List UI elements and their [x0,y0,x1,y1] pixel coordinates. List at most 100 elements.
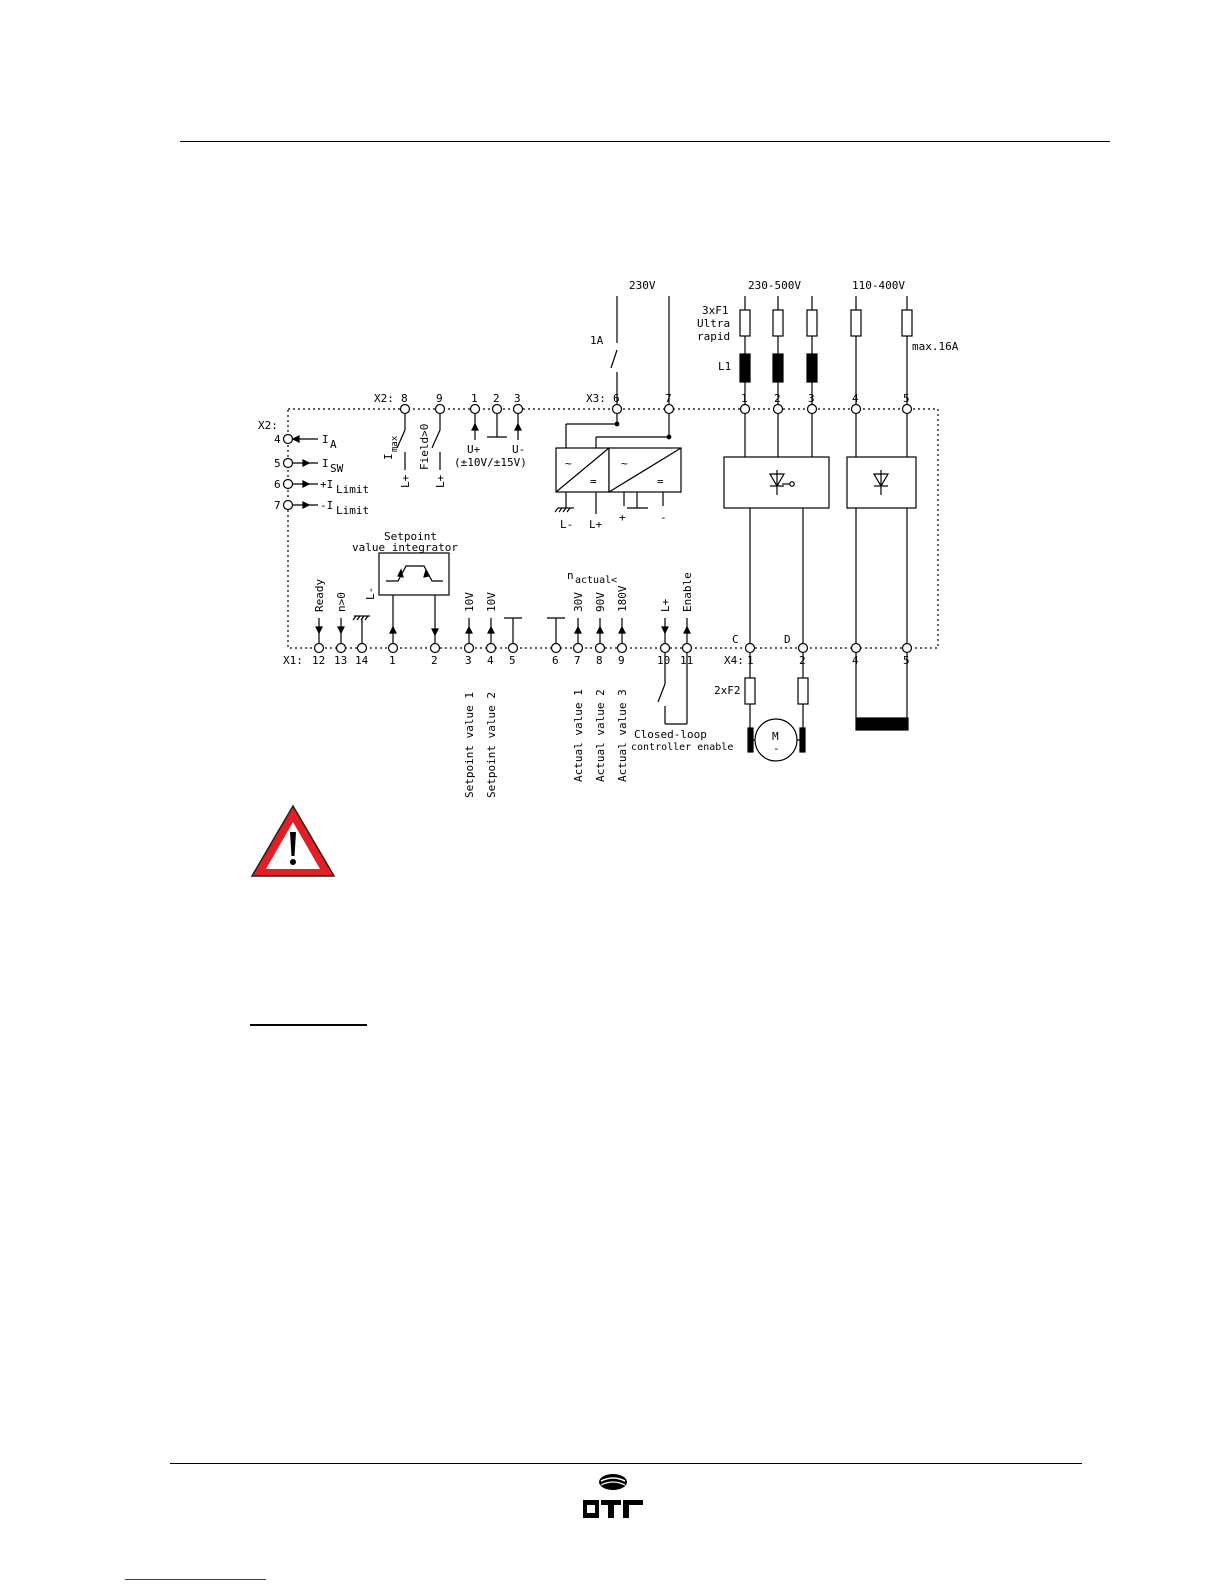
label-u-minus: U- [512,443,525,456]
label-enable: Enable [681,572,694,612]
x1-terminal-8: 8 [596,654,603,667]
x1-terminal-1: 1 [389,654,396,667]
x3-terminal-7: 7 [665,392,672,405]
diode-icon [872,470,890,495]
psu1-ac: ~ [565,457,572,470]
field-winding [855,717,909,731]
x1-terminal-5: 5 [509,654,516,667]
label-n-gt-0: n>0 [335,592,348,612]
x1-terminal-14: 14 [355,654,369,667]
x2-top-terminal-3: 3 [514,392,521,405]
x2-top-label: X2: [374,392,394,405]
field-diode-bridge [846,456,917,509]
x1-terminal-7: 7 [574,654,581,667]
label-lplus-9: L+ [434,474,447,488]
label-lplus-8: L+ [399,474,412,488]
x1-stubs [315,615,691,643]
x2-left-sub-5: SW [330,462,344,475]
closed-loop-line2: controller enable [631,742,733,753]
x1-terminal-12: 12 [312,654,325,667]
power-supply-block-2 [608,447,682,493]
power-terminal-4: 4 [852,392,859,405]
relay-contact [610,349,618,369]
x2-left-rows: 4 I A 5 I SW 6 +I Limit 7 -I Limit [274,433,369,517]
label-rapid: rapid [697,330,730,343]
x1-label: X1: [283,654,303,667]
label-110-400v: 110-400V [852,279,905,292]
psu-plus: + [619,511,626,524]
unit-enclosure [287,408,939,649]
power-supply-block-1 [555,447,610,493]
label-30v: 30V [572,592,585,612]
x1-terminal-3: 3 [465,654,472,667]
x2-top-terminal-1: 1 [471,392,478,405]
phase-lines [739,296,913,404]
integrator-line2: value integrator [352,541,458,554]
label-actual-1: Actual value 1 [572,689,585,782]
x2-left-sub-4: A [330,438,337,451]
x2-top-terminal-2: 2 [493,392,500,405]
thyristor-icon [768,470,795,495]
label-field: Field>0 [418,424,431,470]
x1-terminal-10: 10 [657,654,670,667]
label-x1-lminus: L- [364,587,377,600]
label-voltage-range: (±10V/±15V) [454,456,527,469]
psu2-dc: = [657,475,664,488]
x2-left-num-7: 7 [274,499,281,512]
label-l1: L1 [718,360,731,373]
x1-terminal-circles [313,642,913,654]
label-imax: I [382,453,395,460]
x2-left-label: X2: [258,419,278,432]
label-10v-b: 10V [485,592,498,612]
label-ultra: Ultra [697,317,730,330]
wiring-diagram: 230V 230-500V 110-400V 3xF1 Ultra rapid … [250,279,959,877]
label-10v-a: 10V [463,592,476,612]
label-180v: 180V [616,585,629,612]
x4-fuse-f2: 2xF2 [714,684,741,697]
psu-lplus: L+ [589,518,603,531]
label-n-actual: n [567,569,574,582]
power-terminal-1: 1 [741,392,748,405]
x2-left-sub-7: Limit [336,504,369,517]
x2-top-terminal-8: 8 [401,392,408,405]
x3-terminal-6: 6 [613,392,620,405]
label-230v: 230V [629,279,656,292]
x4-label: X4: [724,654,744,667]
label-x1-lplus: L+ [659,598,672,612]
x3-label: X3: [586,392,606,405]
label-max-current: max.16A [912,340,959,353]
x1-terminal-4: 4 [487,654,494,667]
integrator-line1: Setpoint [384,530,437,543]
x4-terminal-2: 2 [799,654,806,667]
x2-left-main-6: +I [320,478,333,491]
x1-terminal-9: 9 [618,654,625,667]
closed-loop-line1: Closed-loop [634,728,707,741]
label-230-500v: 230-500V [748,279,801,292]
power-terminal-3: 3 [808,392,815,405]
label-u-plus: U+ [467,443,481,456]
label-n-actual-sub: actual< [575,575,617,586]
psu1-dc: = [590,475,597,488]
x4-label-d: D [784,633,791,646]
label-imax-sub: max [390,435,400,452]
x2-left-main-5: I [322,457,329,470]
section-underline [250,1024,367,1026]
footer-link-underline [125,1579,266,1580]
x2-left-main-4: I [322,433,329,446]
x2-left-sub-6: Limit [336,483,369,496]
motor-symbol [754,718,798,762]
label-actual-2: Actual value 2 [594,689,607,782]
label-setpoint-2: Setpoint value 2 [485,692,498,798]
label-relay-1a: 1A [590,334,604,347]
label-setpoint-1: Setpoint value 1 [463,692,476,798]
setpoint-integrator-block [378,552,450,596]
top-terminal-circles [399,403,913,415]
motor-label: M [772,730,779,743]
motor-sub: - [773,742,780,755]
label-actual-3: Actual value 3 [616,689,629,782]
warning-icon [250,804,336,877]
x2-top-terminal-9: 9 [436,392,443,405]
company-logo [583,1474,643,1518]
x4-terminal-5: 5 [903,654,910,667]
